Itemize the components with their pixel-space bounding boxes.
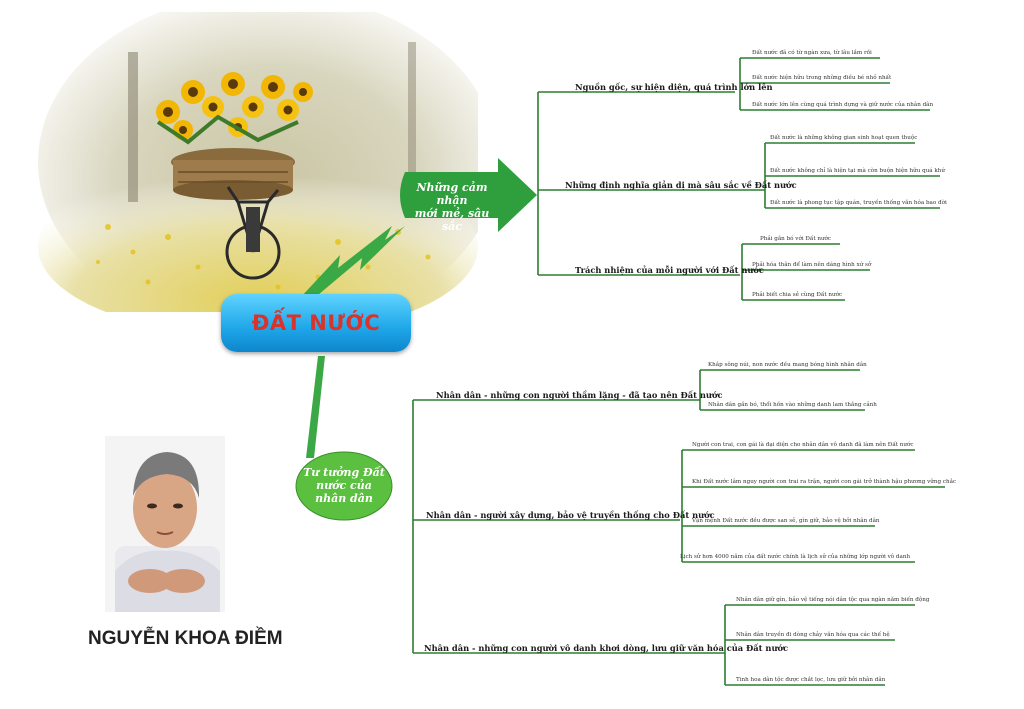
leaf-label: Đất nước hiện hữu trong những điều bé nh… xyxy=(752,75,892,81)
leaf-label: Vận mệnh Đất nước đều được san sẻ, gìn g… xyxy=(692,518,880,524)
leaf-label: Đất nước không chỉ là hiện tại mà còn bu… xyxy=(770,168,946,174)
bicycle-with-sunflowers-photo xyxy=(38,12,478,312)
leaf-label: Đất nước lớn lên cùng quá trình dựng và … xyxy=(752,102,934,108)
section2-connector xyxy=(306,356,325,458)
leaf-label: Lịch sử hơn 4000 năm của đất nước chính … xyxy=(680,554,911,560)
leaf-label: Khắp sông núi, non nước đều mang bóng hì… xyxy=(708,362,867,368)
leaf-label: Khi Đất nước lâm nguy người con trai ra … xyxy=(692,479,957,485)
section2-ellipse xyxy=(295,451,393,521)
author-portrait-photo xyxy=(105,436,225,612)
section2-label-line2: nước của xyxy=(316,479,372,492)
leaf-label: Người con trai, con gái là đại diện cho … xyxy=(692,442,914,448)
leaf-label: Phải hóa thân để làm nên dáng hình xứ sở xyxy=(752,262,872,268)
leaf-label: Nhân dân gắn bó, thổi hồn vào những danh… xyxy=(708,402,877,408)
section2-label-line1: Tư tưởng Đất xyxy=(303,466,385,479)
section2-label-line3: nhân dân xyxy=(315,492,373,505)
leaf-label: Tinh hoa dân tộc được chắt lọc, lưu giữ … xyxy=(736,677,886,683)
branch-label: Nhân dân - những con người vô danh khơi … xyxy=(424,643,789,653)
root-node: ĐẤT NƯỚC xyxy=(221,294,411,352)
root-title: ĐẤT NƯỚC xyxy=(251,311,381,335)
leaf-label: Phải biết chia sẻ cùng Đất nước xyxy=(752,292,843,298)
branch-label: Trách nhiệm của mỗi người với Đất nước xyxy=(575,265,764,275)
leaf-label: Đất nước là những không gian sinh hoạt q… xyxy=(770,135,918,141)
section1-label-line1: Những cảm nhận xyxy=(416,181,488,207)
section1-lightning-connector xyxy=(300,226,405,300)
author-name: NGUYỄN KHOA ĐIỀM xyxy=(88,628,283,649)
branch-label: Nhân dân - những con người thầm lặng - đ… xyxy=(436,390,723,400)
branch-label: Nguồn gốc, sự hiện diện, quá trình lớn l… xyxy=(575,82,773,92)
leaf-label: Đất nước đã có từ ngàn xưa, từ lâu lắm r… xyxy=(752,50,872,56)
leaf-label: Phải gắn bó với Đất nước xyxy=(760,236,832,242)
section2-label: Tư tưởng Đất nước của nhân dân xyxy=(298,466,390,505)
leaf-label: Nhân dân giữ gìn, bảo vệ tiếng nói dân t… xyxy=(736,597,930,603)
section1-arrow-shape xyxy=(400,158,537,232)
section1-label-line2: mới mẻ, sâu sắc xyxy=(414,207,490,233)
leaf-label: Nhân dân truyền đi dòng chảy văn hóa qua… xyxy=(736,632,890,638)
branch-label: Nhân dân - người xây dựng, bảo vệ truyền… xyxy=(426,510,715,520)
section1-label: Những cảm nhận mới mẻ, sâu sắc xyxy=(404,181,500,233)
branch-label: Những định nghĩa giản dị mà sâu sắc về Đ… xyxy=(565,180,797,190)
leaf-label: Đất nước là phong tục tập quán, truyền t… xyxy=(770,200,947,206)
